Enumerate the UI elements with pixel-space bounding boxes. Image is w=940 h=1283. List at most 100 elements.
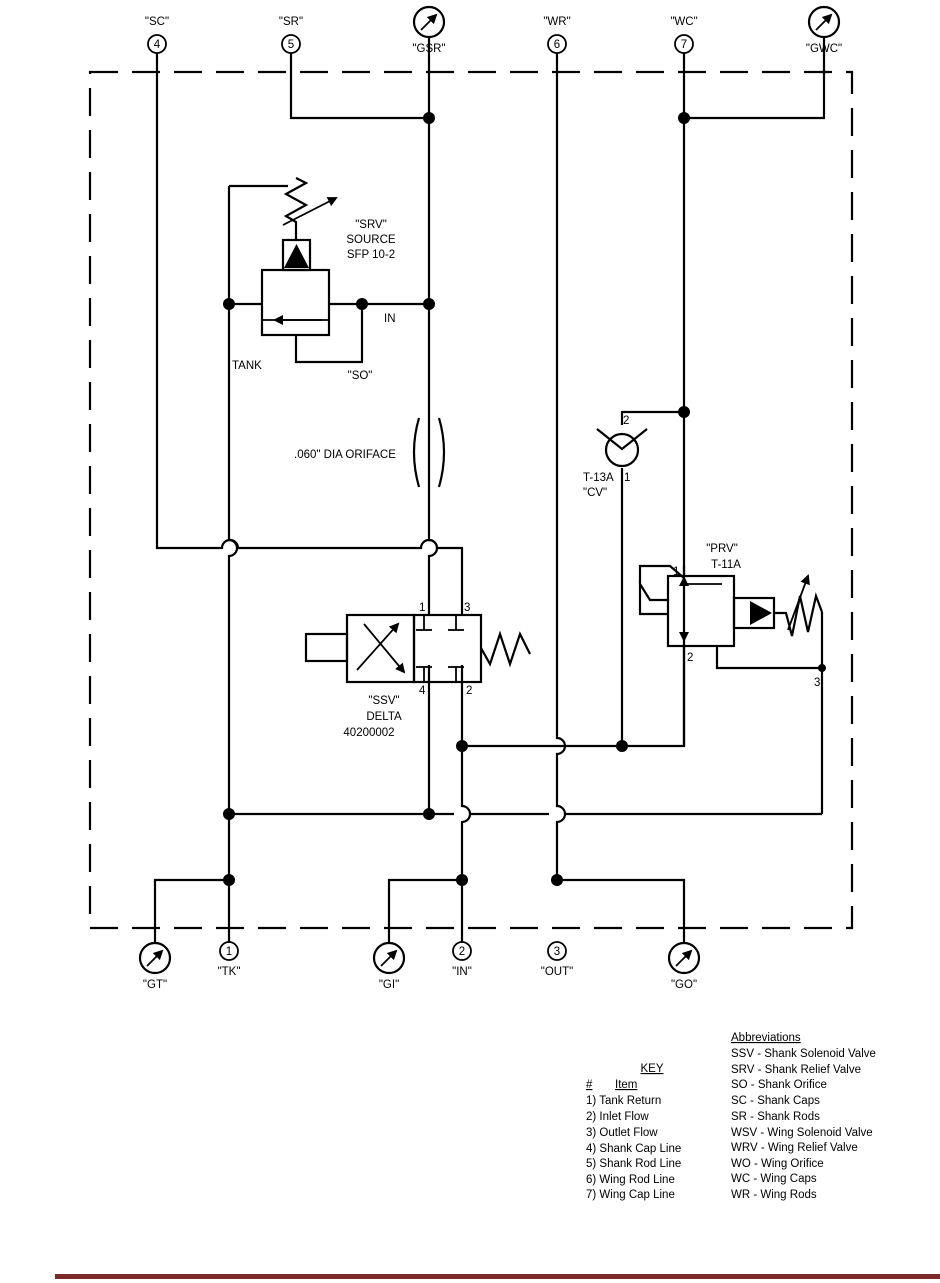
- port-wr-number: 6: [554, 39, 560, 51]
- port-tk-number: 1: [226, 946, 232, 958]
- gauge-gi-icon: [372, 941, 406, 975]
- gauge-gi-label: "GI": [379, 979, 399, 991]
- cv-port-1: 1: [624, 472, 630, 484]
- port-wc: "WC" 7: [670, 16, 698, 54]
- gauge-go-icon: [667, 941, 701, 975]
- footer-rule: [55, 1274, 940, 1279]
- abbreviations-title: Abbreviations: [731, 1032, 801, 1044]
- port-tk-circle: [219, 941, 239, 961]
- ssv-port-3: 3: [464, 602, 470, 614]
- key-legend: KEY # Item 1) Tank Return 2) Inlet Flow …: [586, 1063, 681, 1201]
- ssv-spring-icon: [480, 630, 531, 668]
- spring-icon: [283, 177, 309, 240]
- check-valve: 2 1 T-13A "CV": [583, 415, 648, 499]
- srv-so-label: "SO": [348, 370, 373, 382]
- srv-label-1: "SRV": [355, 219, 387, 231]
- cv-label-1: T-13A: [583, 472, 614, 484]
- ssv-port-1: 1: [419, 602, 425, 614]
- abbreviation-item: SR - Shank Rods: [731, 1111, 820, 1123]
- port-tk: 1 "TK": [218, 941, 241, 978]
- ssv-port-2: 2: [466, 685, 472, 697]
- abbreviation-item: WSV - Wing Solenoid Valve: [731, 1127, 873, 1139]
- prv-label-2: T-11A: [711, 559, 741, 571]
- orifice-left-arc: [412, 417, 421, 488]
- manifold-boundary: [88, 70, 854, 930]
- srv-relief-valve: "SRV" SOURCE SFP 10-2 IN "SO" TANK: [229, 177, 429, 382]
- port-wc-label: "WC": [670, 16, 697, 28]
- port-out-number: 3: [554, 946, 560, 958]
- port-out-circle: [547, 941, 567, 961]
- port-sc: "SC" 4: [145, 16, 169, 54]
- prv-pilot-triangle-icon: [750, 601, 772, 625]
- port-in-circle: [452, 941, 472, 961]
- port-in: 2 "IN": [452, 941, 472, 978]
- gauge-gi: "GI": [372, 941, 406, 991]
- port-tk-label: "TK": [218, 966, 241, 978]
- abbreviation-item: WC - Wing Caps: [731, 1173, 817, 1185]
- gauge-go: "GO": [667, 941, 701, 991]
- srv-in-label: IN: [384, 313, 396, 325]
- key-col-num: #: [586, 1079, 593, 1091]
- prv-body: [666, 574, 736, 648]
- abbreviations-list: Abbreviations SSV - Shank Solenoid Valve…: [731, 1032, 876, 1201]
- port-wr: "WR" 6: [543, 16, 571, 54]
- prv-port-2: 2: [687, 652, 693, 664]
- orifice-label: .060" DIA ORIFACE: [294, 449, 396, 461]
- check-valve-ball-icon: [604, 432, 640, 468]
- abbreviation-item: SRV - Shank Relief Valve: [731, 1064, 861, 1076]
- port-sc-number: 4: [154, 39, 161, 51]
- prv-label-1: "PRV": [706, 543, 738, 555]
- solenoid-coil-icon: [304, 632, 349, 663]
- key-item: 1) Tank Return: [586, 1095, 661, 1107]
- cv-label-2: "CV": [583, 487, 607, 499]
- key-item: 6) Wing Rod Line: [586, 1174, 675, 1186]
- cv-port-2: 2: [623, 415, 629, 427]
- ssv-label-1: "SSV": [368, 695, 399, 707]
- port-sr-number: 5: [288, 39, 294, 51]
- key-title: KEY: [640, 1063, 663, 1075]
- port-sr-label: "SR": [279, 16, 303, 28]
- srv-label-2: SOURCE: [346, 234, 396, 246]
- key-item: 2) Inlet Flow: [586, 1111, 649, 1123]
- srv-body: [260, 268, 331, 337]
- ssv-label-2: DELTA: [366, 711, 402, 723]
- key-item: 3) Outlet Flow: [586, 1127, 658, 1139]
- abbreviation-item: SO - Shank Orifice: [731, 1079, 827, 1091]
- port-in-number: 2: [459, 946, 465, 958]
- prv-port-3: 3: [814, 677, 820, 689]
- abbreviation-item: SC - Shank Caps: [731, 1095, 820, 1107]
- prv-relief-valve: "PRV" T-11A 1 2 3: [638, 543, 824, 689]
- ssv-label-3: 40200002: [343, 727, 394, 739]
- port-wr-label: "WR": [543, 16, 570, 28]
- abbreviation-item: WR - Wing Rods: [731, 1189, 817, 1201]
- junction-dots: [223, 112, 826, 886]
- tank-label: TANK: [232, 360, 262, 372]
- port-wc-number: 7: [681, 39, 687, 51]
- check-valve-seat-icon: [596, 428, 648, 451]
- pilot-triangle-icon: [284, 244, 309, 268]
- prv-port-1: 1: [673, 566, 679, 578]
- gauge-gt: "GT": [138, 941, 172, 991]
- abbreviation-item: SSV - Shank Solenoid Valve: [731, 1048, 876, 1060]
- abbreviation-item: WRV - Wing Relief Valve: [731, 1142, 858, 1154]
- gauge-gt-label: "GT": [143, 979, 167, 991]
- gauge-go-label: "GO": [671, 979, 697, 991]
- key-col-item: Item: [615, 1079, 637, 1091]
- key-item: 5) Shank Rod Line: [586, 1158, 681, 1170]
- ssv-port-4: 4: [419, 685, 426, 697]
- orifice: .060" DIA ORIFACE: [294, 415, 446, 490]
- key-item: 4) Shank Cap Line: [586, 1143, 681, 1155]
- gauge-gt-icon: [138, 941, 172, 975]
- srv-label-3: SFP 10-2: [347, 249, 395, 261]
- port-out: 3 "OUT": [541, 941, 573, 978]
- port-sc-label: "SC": [145, 16, 169, 28]
- abbreviation-item: WO - Wing Orifice: [731, 1158, 824, 1170]
- port-sr: "SR" 5: [279, 16, 303, 54]
- port-in-label: "IN": [452, 966, 472, 978]
- port-out-label: "OUT": [541, 966, 573, 978]
- hydraulic-lines: [153, 37, 826, 943]
- orifice-right-arc: [437, 417, 446, 488]
- ssv-solenoid-valve: 1 3 4 2 "SSV" DELTA 40200002: [304, 602, 531, 739]
- key-item: 7) Wing Cap Line: [586, 1189, 675, 1201]
